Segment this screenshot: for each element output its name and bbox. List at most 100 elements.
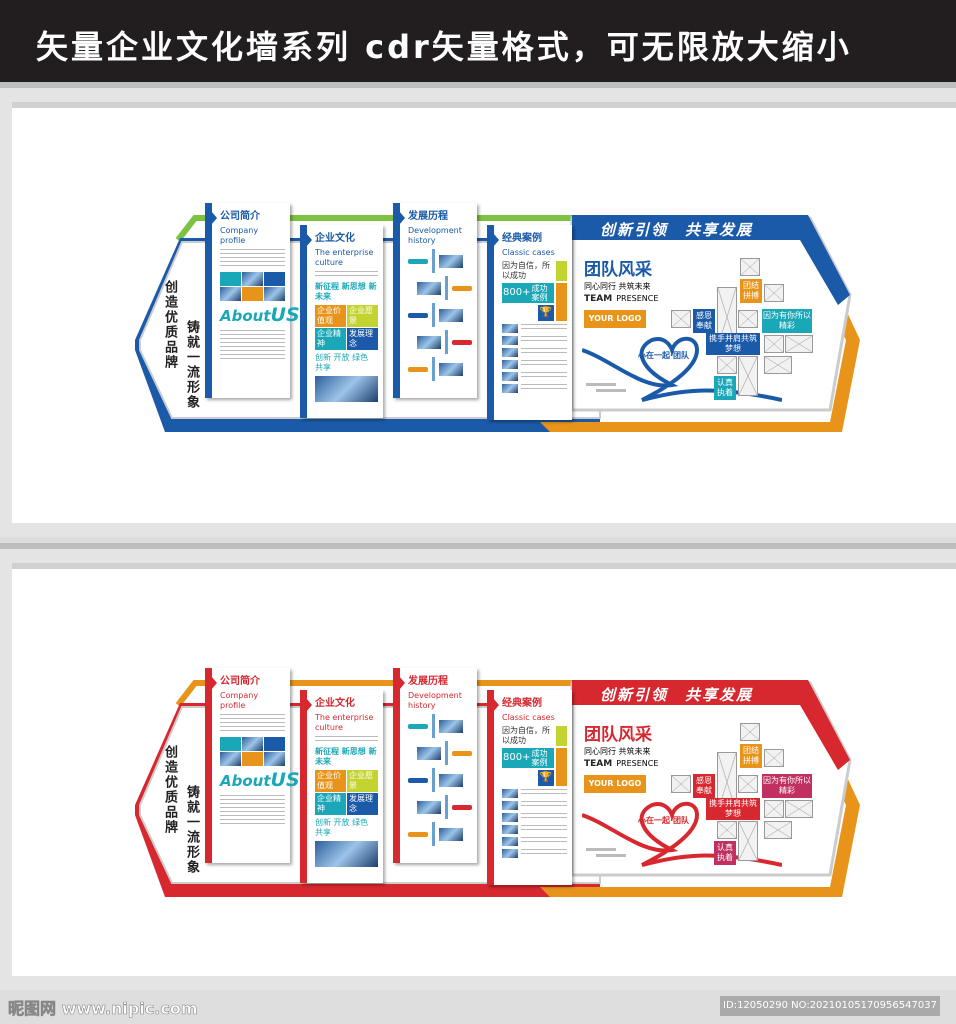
team-presence: PRESENCE <box>616 759 659 768</box>
slogan-right: 铸就一流形象 <box>184 785 199 875</box>
culture-tile: 企业愿景 <box>347 770 378 792</box>
cases-count-label: 成功案例 <box>531 749 548 767</box>
photo-placeholder <box>764 749 784 767</box>
culture-tile: 企业精神 <box>315 328 346 350</box>
team-box: 团结拼搏 <box>740 279 762 303</box>
panel-title: 发展历程 <box>408 211 448 222</box>
photo-placeholder <box>764 821 792 839</box>
culture-tile: 企业价值观 <box>315 770 346 792</box>
culture-tile: 发展理念 <box>347 793 378 815</box>
panel-cases: 经典案例 Classic cases 因为自信，所以成功 800+ 成功案例 🏆 <box>487 690 572 885</box>
panel-profile: 公司简介 Company profile AboutUS <box>205 203 300 398</box>
panel-title: 公司简介 <box>220 676 260 687</box>
photo-placeholder <box>764 335 784 353</box>
photo-placeholder <box>738 775 758 793</box>
team-box: 认真执着 <box>714 841 736 865</box>
team-tagline: 同心同行 共筑未来 <box>584 747 651 756</box>
photo-placeholder <box>671 775 691 793</box>
panel-subtitle: The enterprise culture <box>315 713 374 732</box>
team-en: TEAM <box>584 759 613 769</box>
team-box: 感恩奉献 <box>693 309 715 333</box>
culture-motto: 新征程 新思想 新未来 <box>315 282 377 301</box>
cases-quote: 因为自信，所以成功 <box>502 261 550 280</box>
team-tagline: 同心同行 共筑未来 <box>584 282 651 291</box>
culture-tile: 发展理念 <box>347 328 378 350</box>
panel-cases: 经典案例 Classic cases 因为自信，所以成功 800+ 成功案例 🏆 <box>487 225 572 420</box>
your-logo: YOUR LOGO <box>584 775 646 793</box>
team-title: 团队风采 <box>584 725 652 745</box>
photo-placeholder <box>785 335 813 353</box>
slogan-right: 铸就一流形象 <box>184 320 199 410</box>
photo-placeholder <box>738 310 758 328</box>
photo-placeholder <box>764 284 784 302</box>
culture-tile: 企业愿景 <box>347 305 378 327</box>
team-panel: 创新引领 共享发展 团队风采 同心同行 共筑未来 TEAM PRESENCE Y… <box>572 215 850 425</box>
photo-placeholder <box>785 800 813 818</box>
panel-title: 企业文化 <box>315 233 355 244</box>
photo-placeholder <box>740 258 760 276</box>
team-box: 认真执着 <box>714 376 736 400</box>
panel-title: 经典案例 <box>502 233 542 244</box>
culture-motto: 新征程 新思想 新未来 <box>315 747 377 766</box>
about-us-heading: AboutUS <box>220 304 300 326</box>
panel-culture: 企业文化 The enterprise culture 新征程 新思想 新未来 … <box>300 690 383 883</box>
photo-placeholder <box>738 821 758 861</box>
panel-title: 经典案例 <box>502 698 542 709</box>
panel-culture: 企业文化 The enterprise culture 新征程 新思想 新未来 … <box>300 225 383 418</box>
heart-text: 心在一起·团队 <box>638 816 690 825</box>
heart-ribbon <box>582 336 782 402</box>
panel-profile: 公司简介 Company profile AboutUS <box>205 668 300 863</box>
panel-subtitle: Classic cases <box>502 248 555 257</box>
team-panel: 创新引领 共享发展 团队风采 同心同行 共筑未来 TEAM PRESENCE Y… <box>572 680 850 890</box>
team-box: 感恩奉献 <box>693 774 715 798</box>
team-banner: 创新引领 共享发展 <box>600 221 754 239</box>
photo-placeholder <box>764 800 784 818</box>
photo-placeholder <box>717 356 737 374</box>
culture-values: 创新 开放 绿色 共享 <box>315 818 369 837</box>
cases-count: 800+ <box>503 287 531 298</box>
cases-count: 800+ <box>503 752 531 763</box>
title-bar: 矢量企业文化墙系列 cdr矢量格式，可无限放大缩小 <box>0 0 956 82</box>
photo-placeholder <box>738 356 758 396</box>
team-box: 因为有你所以精彩 <box>762 309 812 333</box>
about-us-heading: AboutUS <box>220 769 300 791</box>
culture-wall-red: 创造优质品牌 铸就一流形象 公司简介 Company profile About… <box>0 665 956 905</box>
watermark-logo: 昵图网 www.nipic.com <box>8 999 198 1019</box>
panel-title: 企业文化 <box>315 698 355 709</box>
culture-wall-blue: 创造优质品牌 铸就一流形象 公司简介 Company profile About… <box>0 200 956 440</box>
team-title: 团队风采 <box>584 260 652 280</box>
photo-placeholder <box>740 723 760 741</box>
panel-subtitle: Development history <box>408 226 462 245</box>
culture-tile: 企业精神 <box>315 793 346 815</box>
panel-subtitle: Classic cases <box>502 713 555 722</box>
your-logo: YOUR LOGO <box>584 310 646 328</box>
photo-placeholder <box>717 287 737 347</box>
watermark-bar: 昵图网 www.nipic.com ID:12050290 NO:2021010… <box>0 990 956 1024</box>
panel-subtitle: Company profile <box>220 226 259 245</box>
team-box: 携手并肩共筑梦想 <box>706 333 760 355</box>
cases-quote: 因为自信，所以成功 <box>502 726 550 745</box>
slogan-left: 创造优质品牌 <box>162 280 177 370</box>
culture-tile: 企业价值观 <box>315 305 346 327</box>
trophy-icon: 🏆 <box>538 770 554 786</box>
cases-count-label: 成功案例 <box>531 284 548 302</box>
team-box: 团结拼搏 <box>740 744 762 768</box>
team-presence: PRESENCE <box>616 294 659 303</box>
panel-title: 公司简介 <box>220 211 260 222</box>
team-box: 携手并肩共筑梦想 <box>706 798 760 820</box>
team-banner: 创新引领 共享发展 <box>600 686 754 704</box>
panel-title: 发展历程 <box>408 676 448 687</box>
photo-placeholder <box>671 310 691 328</box>
panel-subtitle: Company profile <box>220 691 259 710</box>
team-box: 因为有你所以精彩 <box>762 774 812 798</box>
photo-placeholder <box>717 821 737 839</box>
slogan-left: 创造优质品牌 <box>162 745 177 835</box>
panel-history: 发展历程 Development history <box>393 203 477 398</box>
heart-text: 心在一起·团队 <box>638 351 690 360</box>
culture-values: 创新 开放 绿色 共享 <box>315 353 369 372</box>
image-id: ID:12050290 NO:20210105170956547037 <box>720 996 940 1016</box>
panel-subtitle: Development history <box>408 691 462 710</box>
team-en: TEAM <box>584 294 613 304</box>
heart-ribbon <box>582 801 782 867</box>
page-title: 矢量企业文化墙系列 cdr矢量格式，可无限放大缩小 <box>36 28 852 66</box>
